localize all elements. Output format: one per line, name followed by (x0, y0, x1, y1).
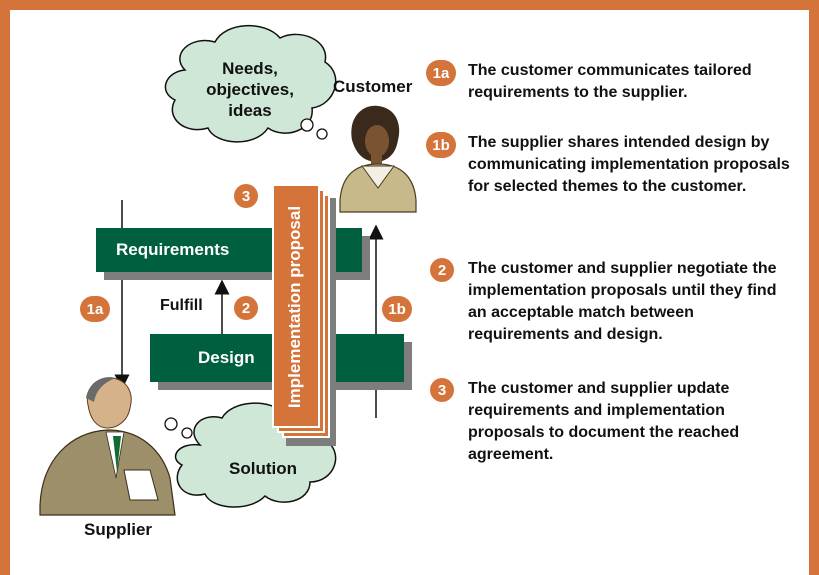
legend-item-1a: 1a The customer communicates tailored re… (426, 60, 800, 104)
legend-badge-1b: 1b (426, 132, 456, 158)
legend-badge-2: 2 (430, 258, 454, 282)
supplier-figure (39, 377, 176, 516)
customer-cloud-text: Needs, objectives, ideas (190, 58, 310, 121)
cloud-line-1: Needs, (222, 59, 278, 78)
legend-text-1a: The customer communicates tailored requi… (468, 62, 752, 101)
cloud-line-3: ideas (228, 101, 272, 120)
requirements-label: Requirements (116, 240, 230, 259)
implementation-proposal-label: Implementation proposal (285, 205, 304, 409)
legend-item-3: 3 The customer and supplier update requi… (430, 378, 800, 468)
badge-1a: 1a (80, 296, 110, 322)
supplier-label: Supplier (84, 520, 153, 539)
badge-1b: 1b (382, 296, 412, 322)
legend-item-2: 2 The customer and supplier negotiate th… (430, 258, 800, 348)
legend-text-1b: The supplier shares intended design by c… (468, 134, 790, 195)
customer-label: Customer (333, 77, 413, 96)
proposal-layer-1 (272, 184, 320, 428)
supplier-cloud-text: Solution (229, 459, 297, 478)
legend-badge-1a: 1a (426, 60, 456, 86)
legend-item-1b: 1b The supplier shares intended design b… (426, 132, 800, 222)
design-label: Design (198, 348, 255, 367)
fulfill-label: Fulfill (160, 297, 203, 314)
badge-3: 3 (234, 184, 258, 208)
badge-2: 2 (234, 296, 258, 320)
legend-text-3: The customer and supplier update require… (468, 380, 740, 463)
customer-figure (339, 105, 417, 213)
cloud-line-2: objectives, (206, 80, 294, 99)
customer-thought-cloud (164, 25, 337, 143)
legend-badge-3: 3 (430, 378, 454, 402)
legend-text-2: The customer and supplier negotiate the … (468, 260, 777, 343)
